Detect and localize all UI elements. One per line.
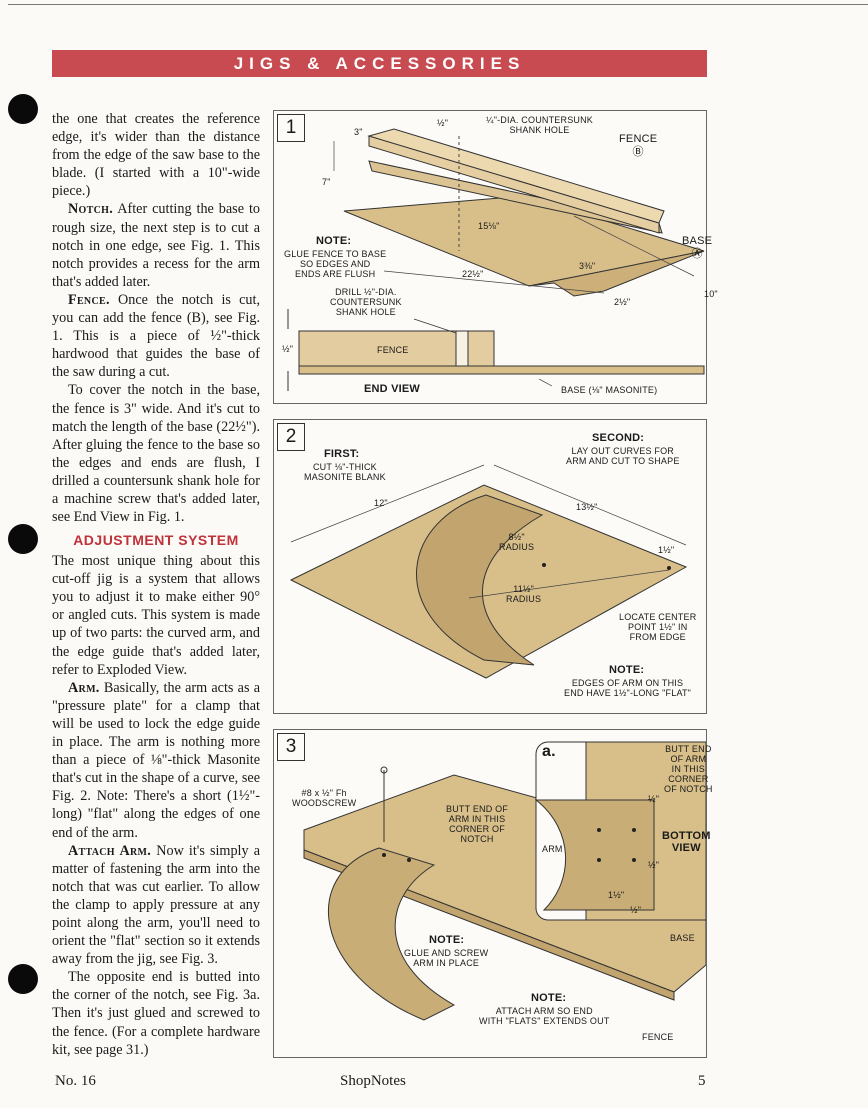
body-paragraph: Notch. After cutting the base to rough s…	[52, 201, 260, 290]
dimension-label: 12"	[374, 498, 388, 508]
inset-label: a.	[542, 743, 556, 760]
view-title: BOTTOM VIEW	[662, 830, 711, 854]
step-title: FIRST:	[324, 448, 360, 460]
dimension-label: 2½"	[614, 297, 631, 307]
note-text: GLUE FENCE TO BASE SO EDGES AND ENDS ARE…	[284, 249, 387, 279]
section-banner: JIGS & ACCESSORIES	[52, 50, 707, 77]
figure-3-drawing	[303, 741, 706, 1021]
figure-3: 3 #8 x ½" Fh WOODSCREW BUTT END OF ARM I…	[273, 729, 712, 1058]
figure-number: 2	[277, 423, 305, 451]
dimension-label: 3⅜"	[579, 261, 596, 271]
step-title: SECOND:	[592, 432, 645, 444]
note-text: ATTACH ARM SO END WITH "FLATS" EXTENDS O…	[479, 1006, 610, 1026]
callout-label: #8 x ½" Fh WOODSCREW	[292, 788, 357, 808]
callout-label: LOCATE CENTER POINT 1½" IN FROM EDGE	[619, 612, 697, 642]
dimension-label: 11½" RADIUS	[506, 584, 542, 604]
figure-number: 1	[277, 114, 305, 142]
callout-label: BASE (⅛" MASONITE)	[561, 385, 658, 395]
dimension-label: 1½"	[658, 545, 675, 555]
step-text: LAY OUT CURVES FOR ARM AND CUT TO SHAPE	[566, 446, 680, 466]
dimension-label: 22½"	[462, 269, 484, 279]
dimension-label: 10"	[704, 289, 718, 299]
dimension-label: 1½"	[608, 890, 625, 900]
run-in-heading: Fence.	[68, 291, 110, 308]
page-number: 5	[698, 1073, 706, 1089]
body-paragraph: The most unique thing about this cut-off…	[52, 553, 260, 678]
dimension-label: 13½"	[576, 502, 598, 512]
figure-number: 3	[277, 733, 305, 761]
page-bullet	[8, 964, 38, 994]
dimension-label: ½"	[630, 905, 642, 915]
run-in-heading: Arm.	[68, 679, 100, 696]
figure-2: 2 FIRST: CUT ⅛"-THICK MASONITE BLANK SEC…	[273, 419, 707, 714]
body-column: the one that creates the reference edge,…	[52, 110, 260, 526]
figure-2-drawing	[289, 464, 688, 679]
issue-number: No. 16	[55, 1073, 96, 1089]
note-title: NOTE:	[531, 992, 567, 1004]
body-paragraph: To cover the notch in the base, the fenc…	[52, 382, 260, 526]
top-rule	[8, 4, 868, 5]
callout-label: BUTT END OF ARM IN THIS CORNER OF NOTCH	[446, 804, 509, 844]
note-title: NOTE:	[609, 664, 645, 676]
figure-1: 1 ½" ¼"-DIA. COUNTERSUNK SHANK HOLE 3" F…	[273, 110, 718, 404]
body-paragraph: Fence. Once the notch is cut, you can ad…	[52, 291, 260, 381]
body-paragraph: Attach Arm. Now it's simply a matter of …	[52, 842, 260, 968]
part-label: FENCE Ⓑ	[619, 133, 658, 158]
view-title: END VIEW	[364, 383, 420, 395]
dimension-label: 3"	[354, 127, 363, 137]
magazine-name: ShopNotes	[340, 1073, 406, 1089]
dimension-label: ½"	[648, 860, 660, 870]
dimension-label: ½"	[648, 794, 660, 804]
dimension-label: 15⅛"	[478, 221, 500, 231]
body-paragraph: the one that creates the reference edge,…	[52, 111, 260, 200]
callout-label: ¼"-DIA. COUNTERSUNK SHANK HOLE	[486, 115, 594, 135]
note-text: GLUE AND SCREW ARM IN PLACE	[404, 948, 489, 968]
dimension-label: ½"	[437, 118, 449, 128]
part-label: BASE Ⓐ	[682, 235, 713, 260]
part-label: BASE	[670, 933, 695, 943]
dimension-label: 8½" RADIUS	[499, 532, 535, 552]
body-column: ADJUSTMENT SYSTEM The most unique thing …	[52, 531, 260, 1059]
page-bullet	[8, 524, 38, 554]
body-paragraph: Arm. Basically, the arm acts as a "press…	[52, 679, 261, 841]
run-in-heading: Notch.	[68, 201, 114, 218]
note-title: NOTE:	[429, 934, 465, 946]
page-bullet	[8, 94, 38, 124]
part-label: FENCE	[642, 1032, 674, 1042]
figure-1-drawing	[287, 128, 705, 391]
callout-label: DRILL ½"-DIA. COUNTERSUNK SHANK HOLE	[330, 287, 402, 317]
note-text: EDGES OF ARM ON THIS END HAVE 1½"-LONG "…	[564, 678, 692, 698]
section-heading: ADJUSTMENT SYSTEM	[73, 532, 239, 548]
note-title: NOTE:	[316, 235, 352, 247]
callout-label: BUTT END OF ARM IN THIS CORNER OF NOTCH	[664, 744, 713, 794]
step-text: CUT ⅛"-THICK MASONITE BLANK	[304, 462, 386, 482]
dimension-label: ½"	[282, 344, 294, 354]
body-paragraph: The opposite end is butted into the corn…	[52, 969, 260, 1058]
part-label: ARM	[542, 844, 563, 854]
run-in-heading: Attach Arm.	[68, 842, 152, 859]
dimension-label: 7"	[322, 177, 331, 187]
part-label: FENCE	[377, 345, 409, 355]
